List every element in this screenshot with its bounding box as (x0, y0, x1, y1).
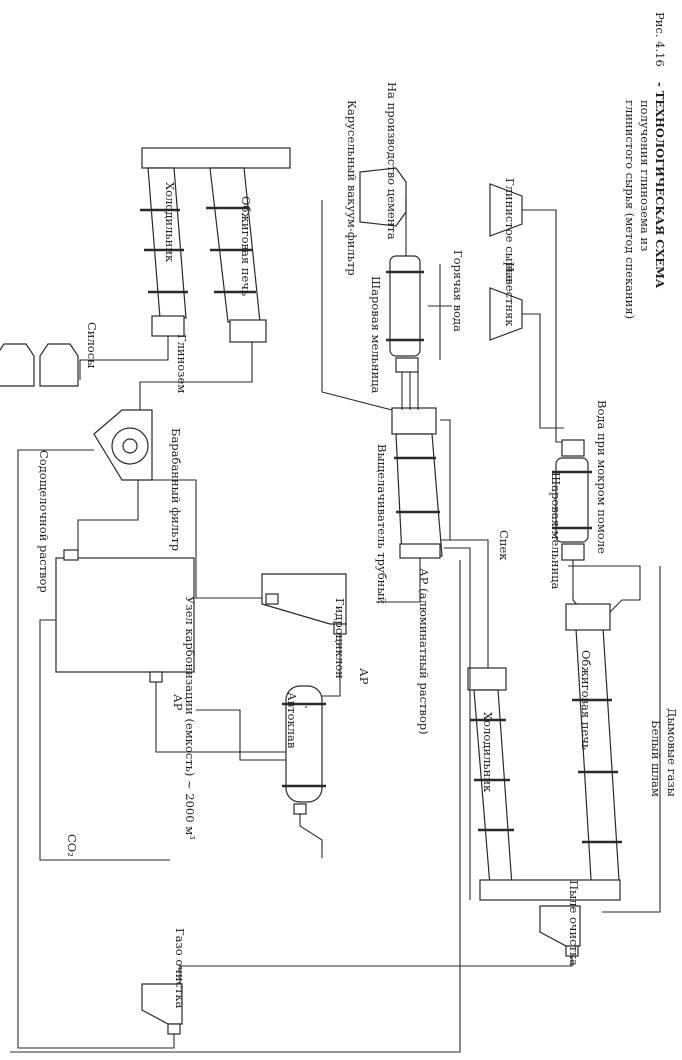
left-kiln-base (141, 147, 291, 169)
sinter-line (440, 539, 489, 668)
flue-gas-line (602, 566, 661, 913)
leacher-outlet (399, 543, 441, 559)
dust-to-gas-cleaning-line (179, 956, 573, 1010)
left-ball-mill-outlet (395, 357, 419, 373)
hydrocyclone-to-autoclave-line (320, 634, 341, 697)
filter-return-line (321, 200, 393, 411)
kiln-cooler-base (479, 879, 621, 901)
gas-cleaning-label: Газо очистка (173, 928, 187, 1009)
sinter-label: Спек (497, 530, 511, 561)
clay-raw-label: Глинистое сырье (503, 178, 517, 282)
left-ball-mill-label: Шаровая мельница (369, 276, 383, 394)
silo-2 (0, 343, 35, 387)
gas-cleaning-outlet-line (17, 449, 175, 1049)
white-sludge-line (568, 565, 641, 613)
leacher-to-hydrocyclone-line (376, 558, 421, 603)
leacher-head (391, 407, 437, 435)
top-ball-mill-label: Шаровая мельница (549, 472, 563, 590)
right-cooler-head (467, 667, 507, 691)
drum-filter-label: Барабанный фильтр (169, 428, 183, 551)
hydrocyclone-to-drum-line (152, 479, 262, 599)
white-sludge-return-line (10, 560, 461, 1053)
figure-caption: Рис. 4.16 - ТЕХНОЛОГИЧЕСКАЯ СХЕМА получе… (623, 12, 667, 319)
limestone-label: Известняк (503, 262, 517, 327)
cooler-return-line (440, 419, 451, 540)
top-ball-mill (555, 457, 589, 543)
to-cement-label: На производство цемента (385, 82, 399, 240)
limestone-feed-line (522, 313, 564, 429)
gas-cleaning-port (167, 1023, 181, 1035)
calcination-kiln-label: Обжиговая печь (239, 196, 253, 296)
ap-label-1: АР (357, 668, 371, 685)
autoclave-return-line (196, 706, 307, 761)
hot-water-label: Горячая вода (451, 250, 465, 332)
ap-aluminate-label: АР (алюминатный раствор) (417, 568, 431, 735)
dust-cleaning-label: Пыле очистка (567, 880, 581, 966)
top-ball-mill-outlet (561, 543, 585, 561)
co2-label: CO₂ (65, 834, 79, 857)
caption-title: - ТЕХНОЛОГИЧЕСКАЯ СХЕМА (653, 82, 667, 289)
ap-label-2: АР (171, 694, 185, 711)
limestone-hopper (489, 287, 523, 341)
left-cooler-body (147, 167, 187, 319)
autoclave-outlet-line (299, 814, 323, 858)
caption-line-3: глинистого сырья (метод спекания) (623, 100, 637, 319)
soda-liquor-line (39, 619, 170, 861)
caption-number: Рис. 4.16 (653, 12, 667, 67)
clay-feed-line (522, 209, 564, 443)
soda-liquor-label: Содощелочной раствор (37, 450, 51, 593)
drum-to-kiln-line (139, 342, 253, 410)
sinter-kiln-label: Обжиговая печь (579, 650, 593, 750)
carousel-filter-label: Карусельный вакуум-фильтр (345, 100, 359, 276)
autoclave-label: Автоклав (285, 692, 299, 748)
carbonation-port (63, 549, 79, 561)
sinter-kiln-head (565, 603, 611, 631)
carbonation-unit (55, 557, 195, 673)
alumina-label: Глинозем (175, 334, 189, 393)
alumina-to-silos-line (79, 336, 169, 380)
left-cooler-label: Холодильник (163, 182, 177, 263)
drum-to-carbonation-line (77, 480, 139, 552)
silos-label: Силосы (85, 322, 99, 368)
hydrocyclone-port (265, 593, 279, 605)
caption-line-2: получения глинозема из (638, 100, 652, 251)
ap-to-carbonation-line (155, 682, 286, 753)
clay-hopper (489, 183, 523, 237)
leacher-label: Выщелачиватель трубный (375, 444, 389, 604)
flue-gases-label: Дымовые газы (665, 708, 679, 797)
left-cooler-head (151, 315, 185, 337)
drum-filter-core (122, 438, 138, 454)
silo-1 (39, 343, 79, 387)
autoclave-port (293, 803, 307, 815)
right-cooler-label: Холодильник (481, 712, 495, 793)
carbonation-unit-label: Узел карбонизации (емкость) ~ 2000 м³ (183, 596, 197, 840)
carbonation-port (149, 671, 163, 683)
autoclave (285, 685, 323, 803)
left-ball-mill (389, 255, 421, 357)
calcination-kiln-head (229, 319, 267, 343)
white-sludge-label: Белый шлам (649, 720, 663, 797)
slurry-to-kiln-line (572, 560, 581, 609)
leacher-bottom-line (444, 547, 471, 900)
water-wet-grinding-label: Вода при мокром помоле (595, 400, 609, 554)
leacher-body (395, 433, 443, 557)
top-ball-mill-inlet (561, 439, 585, 457)
